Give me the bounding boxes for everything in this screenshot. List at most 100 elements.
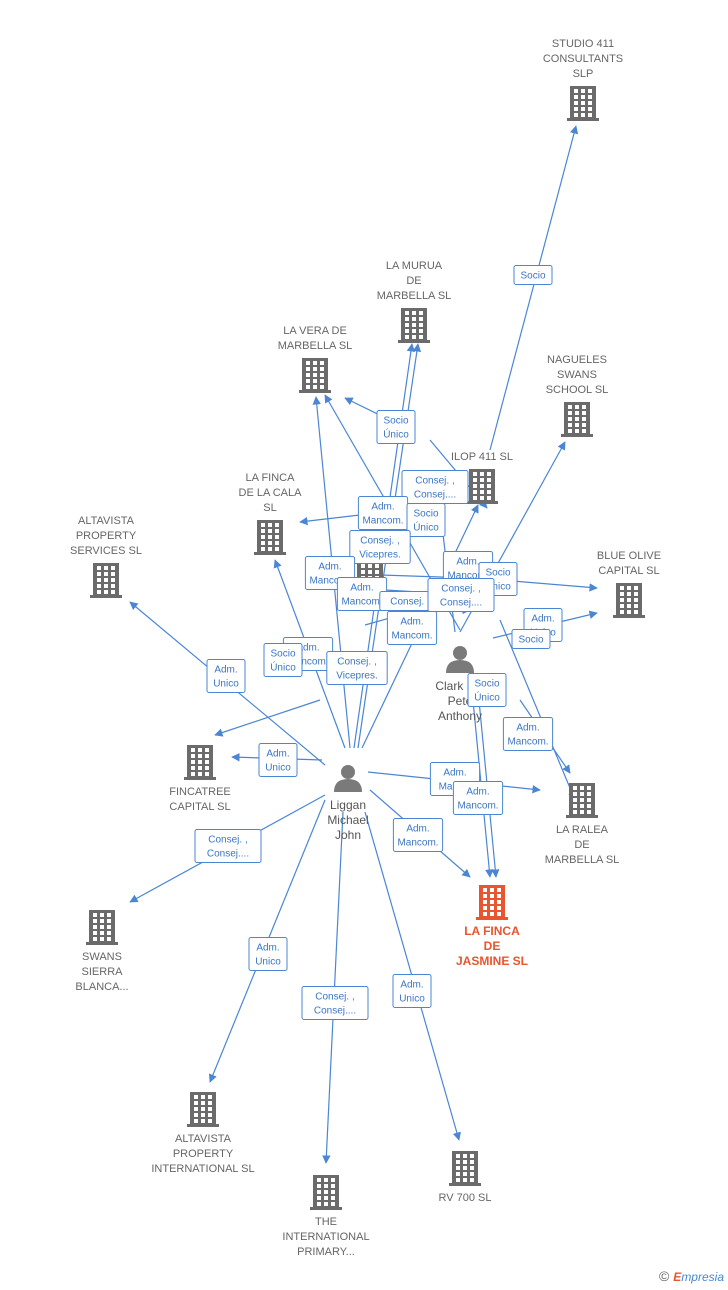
edge-label-text: Unico: [255, 957, 281, 968]
edge-label-text: Mancom.: [362, 516, 403, 527]
edge-label-text: Socio: [413, 509, 438, 520]
building-icon: [566, 783, 598, 818]
edge-label-text: Consej. ,: [441, 584, 480, 595]
building-icon: [398, 308, 430, 343]
person-label: Michael: [327, 813, 368, 827]
edge-label[interactable]: Adm. Mancom.: [392, 818, 444, 852]
company-node-altavistainternational[interactable]: ALTAVISTA PROPERTY INTERNATIONAL SL: [151, 1092, 255, 1175]
edge-label[interactable]: Socio: [513, 265, 553, 285]
edge-label-text: Mancom.: [287, 657, 328, 668]
company-label: LA FINCA: [464, 924, 520, 938]
edge-label-text: Mancom.: [447, 571, 488, 582]
edge-label-text: Socio: [518, 635, 543, 646]
building-icon: [613, 583, 645, 618]
edge-label-text: Único: [270, 661, 296, 674]
brand-name: mpresia: [681, 1270, 724, 1284]
brand-initial: E: [673, 1270, 682, 1284]
edge-label-text: Consej....: [207, 849, 249, 860]
company-label: ALTAVISTA: [175, 1133, 232, 1145]
building-icon: [184, 745, 216, 780]
company-label: LA MURUA: [386, 260, 443, 272]
building-icon: [567, 86, 599, 121]
edge-label-text: Vicepres.: [336, 671, 378, 682]
edge-label-text: Mancom.: [397, 838, 438, 849]
company-label: FINCATREE: [169, 786, 231, 798]
person-label: John: [335, 828, 361, 842]
person-icon: [334, 765, 362, 792]
company-node-swans[interactable]: SWANSSIERRABLANCA...: [75, 910, 129, 993]
company-label: SCHOOL SL: [546, 384, 609, 396]
edge-label-text: Consej. ,: [390, 597, 429, 608]
building-icon: [449, 1151, 481, 1186]
edge-label-text: Adm.: [516, 723, 539, 734]
edge-label[interactable]: Consej. , Consej....: [427, 578, 495, 612]
edge-label[interactable]: Consej. ,: [379, 591, 441, 611]
company-label: THE: [315, 1216, 337, 1228]
edge-label-text: Adm.: [318, 562, 341, 573]
footer-brand[interactable]: ©Empresia: [659, 1268, 724, 1284]
company-label: INTERNATIONAL SL: [151, 1163, 254, 1175]
company-node-lamurua[interactable]: LA MURUA DE MARBELLA SL: [377, 260, 452, 343]
edge-label-text: Consej....: [440, 598, 482, 609]
company-label: INTERNATIONAL: [282, 1231, 369, 1243]
company-node-theinternational[interactable]: THE INTERNATIONAL PRIMARY...: [282, 1175, 370, 1258]
edge-label[interactable]: Adm.Unico: [392, 974, 432, 1008]
edge-label[interactable]: Adm.Mancom.: [336, 577, 388, 611]
edge-label-text: Único: [474, 691, 500, 704]
edge-label[interactable]: Adm.Mancom.: [452, 781, 504, 815]
edge-label[interactable]: Adm.Unico: [248, 937, 288, 971]
edge-label-text: Adm.: [456, 557, 479, 568]
edge-label-text: Socio: [520, 271, 545, 282]
person-label: Anthony: [438, 709, 482, 723]
edge-label-text: Socio: [474, 679, 499, 690]
edge-label[interactable]: Adm.Mancom.: [386, 611, 438, 645]
company-label: DE: [406, 275, 421, 287]
building-icon: [561, 402, 593, 437]
edge-label[interactable]: Consej. ,Consej....: [401, 470, 469, 504]
company-label: PROPERTY: [173, 1148, 234, 1160]
company-node-rv700[interactable]: RV 700 SL: [438, 1151, 492, 1204]
company-label: CONSULTANTS: [543, 53, 623, 65]
edge-label[interactable]: Consej. ,Vicepres.: [326, 651, 388, 685]
edge-label-text: Unico: [213, 679, 239, 690]
company-label: BLANCA...: [75, 981, 128, 993]
edge-label-text: Vicepres.: [359, 550, 401, 561]
company-label: SWANS: [557, 369, 597, 381]
building-icon: [90, 563, 122, 598]
building-icon: [299, 358, 331, 393]
edge-label[interactable]: Adm.Mancom.: [502, 717, 554, 751]
edge-label[interactable]: Consej. ,Vicepres.: [349, 530, 411, 564]
company-label: MARBELLA SL: [377, 290, 452, 302]
company-label: DE: [484, 939, 501, 953]
edge-label[interactable]: Adm.Unico: [258, 743, 298, 777]
edge-label[interactable]: Consej. ,Consej....: [194, 829, 262, 863]
edge-label[interactable]: Adm.Mancom.: [357, 496, 409, 530]
company-node-ilop411[interactable]: ILOP 411 SL: [451, 451, 513, 504]
building-icon: [187, 1092, 219, 1127]
company-label: PRIMARY...: [297, 1246, 355, 1258]
edge-label-text: Adm.: [531, 614, 554, 625]
edge-label[interactable]: Adm.Unico: [206, 659, 246, 693]
edge-label-text: Mancom.: [341, 597, 382, 608]
edge-label[interactable]: Consej. ,Consej....: [301, 986, 369, 1020]
edge-label-text: Único: [413, 521, 439, 534]
edge-label-text: Consej....: [414, 490, 456, 501]
edge-label[interactable]: Socio: [511, 629, 551, 649]
edge-label-text: Adm.: [406, 824, 429, 835]
